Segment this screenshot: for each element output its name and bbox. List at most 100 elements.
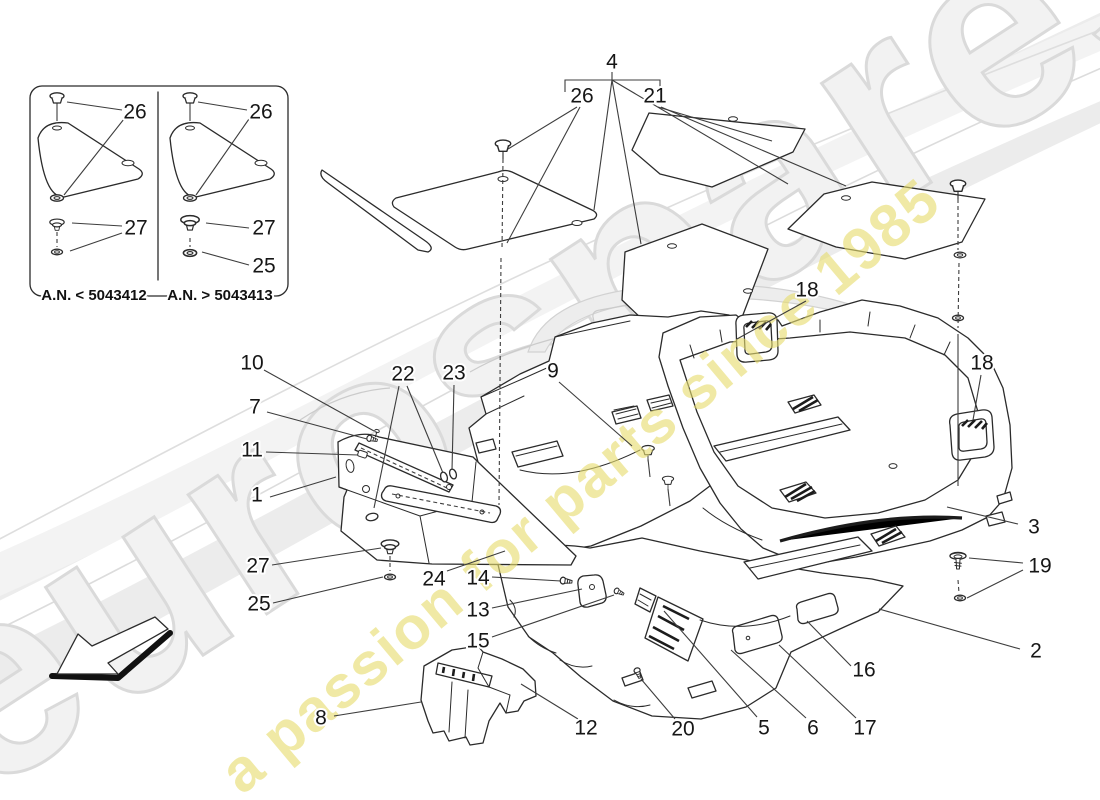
callout-11: 11	[241, 439, 263, 462]
rear-carpet	[658, 299, 1013, 564]
callout-23: 23	[442, 362, 465, 385]
callout-10: 10	[240, 352, 263, 375]
leader-line	[205, 222, 250, 229]
leader-line	[360, 447, 448, 489]
mat-fastener-button	[494, 139, 512, 160]
callout-7: 7	[249, 396, 261, 419]
callout-14: 14	[466, 567, 490, 590]
leader-line	[391, 493, 491, 514]
leader-line	[373, 385, 400, 509]
callout-19: 19	[1028, 555, 1051, 578]
leader-line	[730, 649, 807, 719]
floor-mats-set	[320, 112, 986, 492]
leader-line	[957, 579, 960, 594]
leader-line	[663, 610, 758, 718]
callout-5: 5	[758, 717, 770, 740]
callout-9: 9	[547, 360, 559, 383]
callout-12: 12	[574, 717, 597, 740]
leader-line	[333, 701, 422, 717]
inset-panel: A.N. < 5043412 A.N. > 5043413	[29, 85, 289, 306]
leader-line	[593, 79, 613, 211]
leader-line	[197, 101, 248, 111]
callout-1: 1	[251, 484, 263, 507]
callout-27: 27	[252, 217, 275, 240]
direction-arrow	[49, 616, 173, 681]
callout-22: 22	[391, 363, 414, 386]
carpet-handle-loop-left	[735, 312, 779, 363]
leader-line	[507, 106, 578, 150]
leader-line	[506, 106, 581, 244]
leader-line	[640, 678, 676, 720]
leader-line	[201, 251, 250, 266]
wheelarch-trim-part-8	[420, 645, 537, 746]
leader-line	[660, 106, 847, 187]
leader-line	[957, 262, 960, 329]
leader-line	[69, 232, 123, 252]
leader-line	[657, 106, 773, 142]
callout-13: 13	[466, 599, 489, 622]
clip-11	[357, 449, 368, 459]
callout-26: 26	[249, 101, 272, 124]
leader-line	[611, 79, 642, 245]
leader-line	[972, 374, 982, 421]
callout-3: 3	[1028, 516, 1040, 539]
inset-mat-right	[169, 121, 275, 198]
leader-line	[66, 101, 123, 111]
leader-line	[968, 557, 1024, 564]
callout-25: 25	[247, 593, 270, 616]
mat-front-left-flap	[320, 169, 432, 253]
leader-lines	[56, 72, 1024, 720]
bracket-and-screws	[559, 574, 626, 608]
leader-line	[520, 683, 579, 720]
leader-line	[611, 79, 789, 185]
background-swoosh	[0, 12, 1100, 706]
leader-line	[63, 118, 125, 196]
inset-mat-left	[37, 121, 143, 198]
leader-line	[71, 222, 123, 227]
fastener-19	[949, 551, 967, 602]
callout-18: 18	[795, 279, 818, 302]
footwell-carpet-part-1	[337, 428, 577, 581]
leader-line	[451, 384, 455, 471]
callout-15: 15	[466, 630, 489, 653]
callout-18: 18	[970, 352, 993, 375]
callout-25: 25	[252, 255, 275, 278]
callout-27: 27	[246, 555, 269, 578]
callout-2: 2	[1030, 640, 1042, 663]
leader-line	[406, 385, 444, 474]
leader-line	[195, 118, 250, 196]
leader-line	[778, 644, 857, 719]
callout-4: 4	[606, 51, 618, 74]
leader-line	[667, 488, 671, 507]
callout-26: 26	[570, 85, 593, 108]
leader-line	[269, 476, 337, 498]
leader-line	[491, 594, 615, 638]
leader-line	[736, 300, 807, 340]
leader-line	[265, 451, 359, 456]
mat-front-left	[391, 169, 598, 251]
inset-caption-right: A.N. > 5043413	[167, 287, 273, 304]
leader-line	[966, 569, 1024, 599]
callout-24: 24	[422, 568, 446, 591]
leader-line	[806, 620, 852, 667]
bracket-13	[577, 574, 607, 608]
leader-line	[271, 547, 382, 566]
leader-line	[272, 576, 384, 604]
callout-20: 20	[671, 718, 694, 741]
callout-27: 27	[124, 217, 147, 240]
callout-8: 8	[315, 707, 327, 730]
leader-line	[946, 506, 1019, 525]
leader-line	[878, 608, 1021, 650]
callout-16: 16	[852, 659, 875, 682]
leader-line	[263, 369, 375, 432]
leader-line	[491, 588, 583, 609]
leader-line	[558, 381, 633, 447]
leader-line	[501, 158, 504, 251]
leader-line	[498, 257, 502, 506]
mat-front-right	[787, 181, 986, 260]
leader-line	[446, 550, 506, 572]
washer-25	[383, 573, 397, 581]
callout-26: 26	[123, 101, 146, 124]
